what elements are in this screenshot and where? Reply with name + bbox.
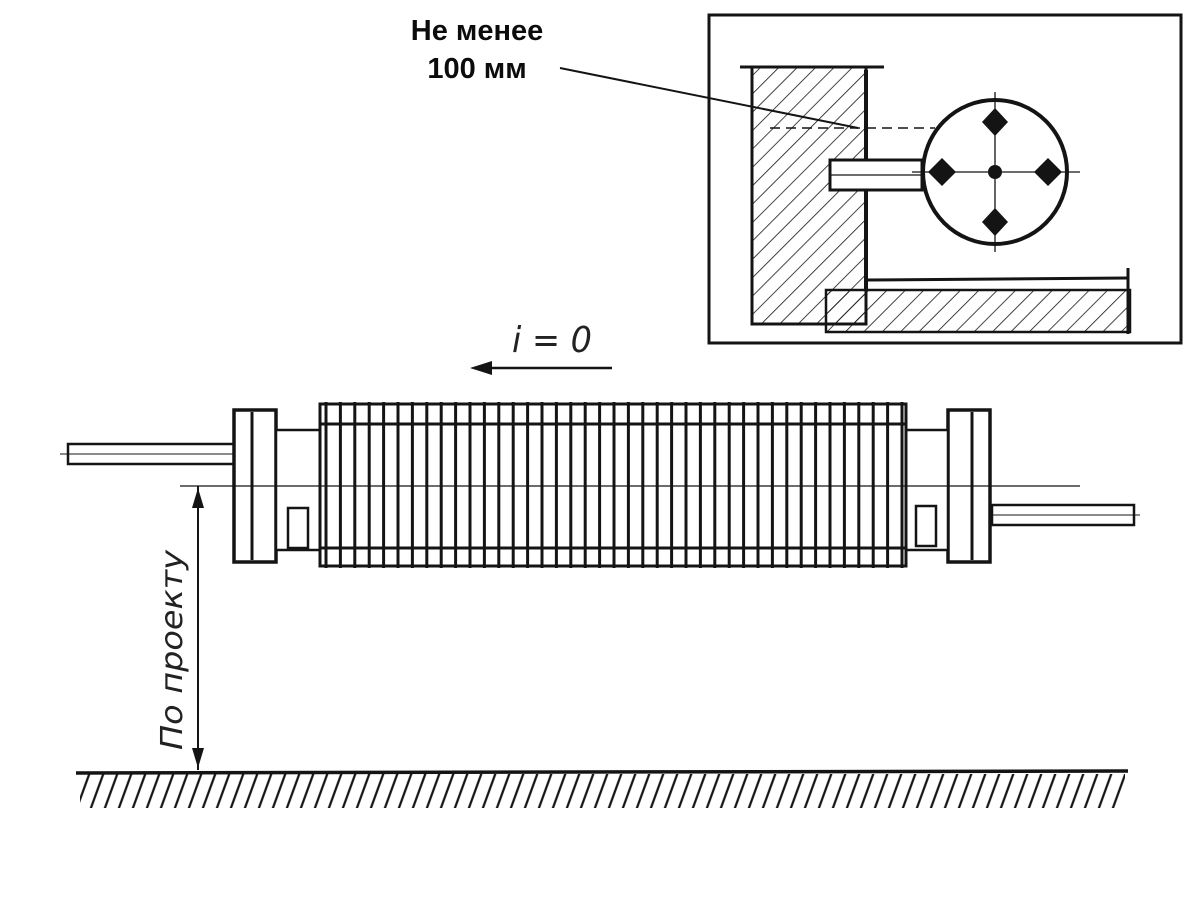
slope-arrow-head bbox=[470, 361, 492, 375]
ground-hatching bbox=[80, 774, 1125, 808]
wall-section bbox=[750, 65, 868, 326]
inset-detail bbox=[559, 13, 1183, 345]
callout-line-1: Не менее bbox=[410, 15, 544, 47]
height-arrow-bottom bbox=[192, 748, 204, 768]
radiator-fins bbox=[324, 402, 904, 568]
fin-bolt-right bbox=[1034, 158, 1062, 186]
right-connector bbox=[904, 428, 950, 552]
finned-radiator bbox=[60, 402, 1140, 568]
clearance-callout: Не менее 100 мм bbox=[372, 12, 582, 88]
floor-section bbox=[824, 288, 1132, 334]
left-drain-plug bbox=[286, 506, 310, 550]
right-drain-plug bbox=[914, 504, 938, 548]
ground-line bbox=[75, 769, 1129, 775]
callout-line-2: 100 мм bbox=[427, 53, 527, 85]
height-dimension: По проекту bbox=[155, 486, 204, 770]
callout-leader bbox=[559, 67, 859, 129]
pipe-center bbox=[988, 165, 1002, 179]
slope-label: i = 0 bbox=[512, 320, 592, 361]
floor-line bbox=[865, 276, 1129, 282]
fin-bolt-left bbox=[928, 158, 956, 186]
inset-frame bbox=[707, 13, 1183, 345]
slope-mark: i = 0 bbox=[470, 320, 612, 375]
height-arrow-top bbox=[192, 488, 204, 508]
height-label: По проекту bbox=[155, 549, 190, 750]
ground-surface bbox=[75, 769, 1129, 808]
fin-bolt-bottom bbox=[982, 208, 1008, 236]
fin-bolt-top bbox=[982, 108, 1008, 136]
